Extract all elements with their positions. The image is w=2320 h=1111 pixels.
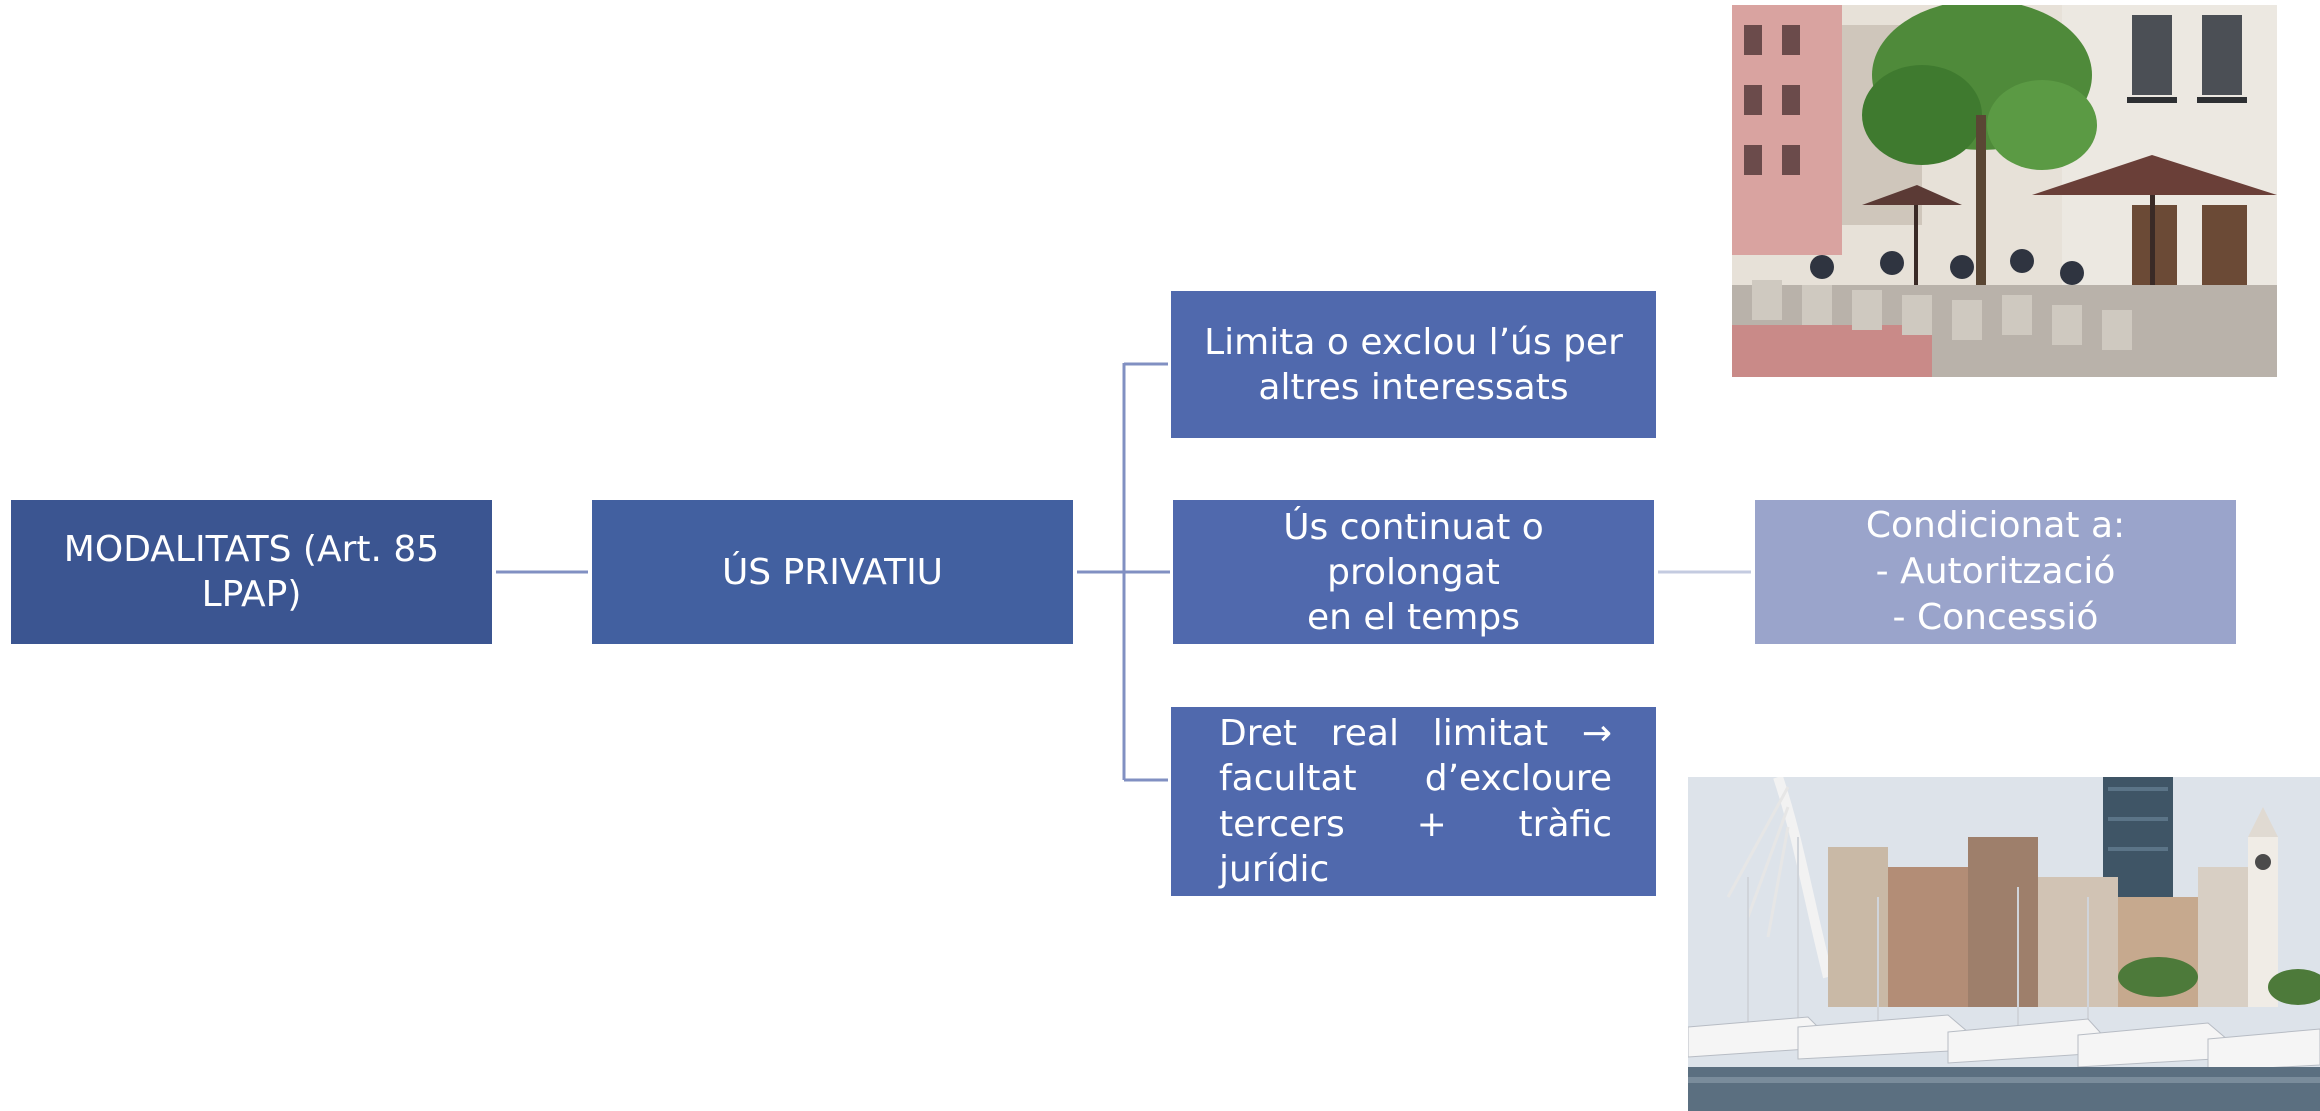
root-node-line-1: MODALITATS (Art. 85 <box>63 529 440 570</box>
child-node-3: Dret real limitat → facultat d’excloure … <box>1171 707 1656 896</box>
condition-node-item-1: - Autorització <box>1875 550 2116 592</box>
root-node-modalitats: MODALITATS (Art. 85 LPAP) <box>11 500 492 644</box>
condition-node: Condicionat a: - Autorització - Concessi… <box>1755 500 2236 644</box>
child-node-2-line-1: Ús continuat o prolongat <box>1283 506 1544 593</box>
condition-node-title: Condicionat a: <box>1865 504 2126 546</box>
child-node-1-line-2: altres interessats <box>1258 366 1569 408</box>
node-us-privatiu-label: ÚS PRIVATIU <box>721 551 944 593</box>
child-node-3-text: Dret real limitat → facultat d’excloure … <box>1219 712 1612 890</box>
child-node-1: Limita o exclou l’ús per altres interess… <box>1171 291 1656 438</box>
node-us-privatiu: ÚS PRIVATIU <box>592 500 1073 644</box>
street-terrace-photo <box>1732 5 2277 377</box>
root-node-line-2: LPAP) <box>201 574 302 615</box>
marina-port-photo <box>1688 777 2320 1111</box>
child-node-1-line-1: Limita o exclou l’ús per <box>1204 321 1623 363</box>
child-node-2: Ús continuat o prolongat en el temps <box>1173 500 1654 644</box>
child-node-2-line-2: en el temps <box>1307 596 1520 638</box>
condition-node-item-2: - Concessió <box>1892 597 2099 639</box>
